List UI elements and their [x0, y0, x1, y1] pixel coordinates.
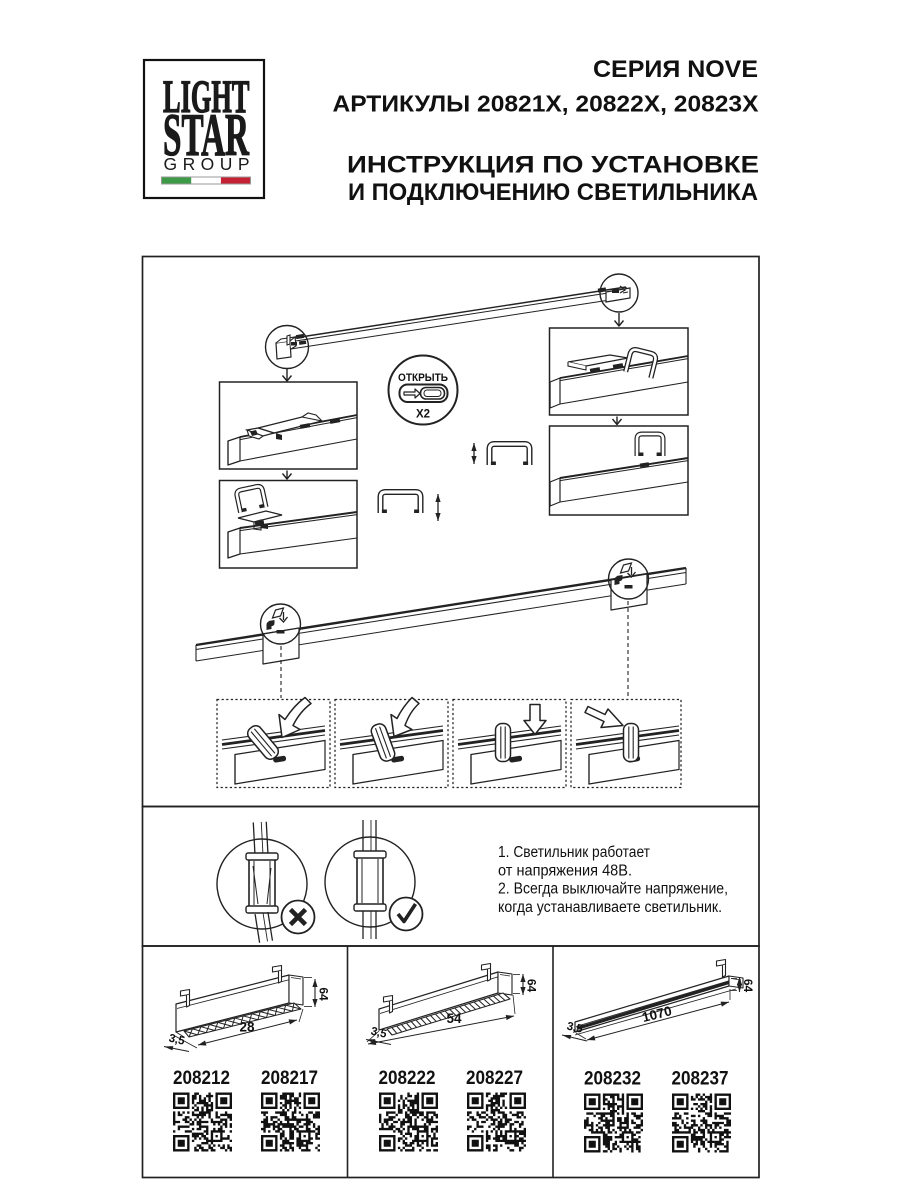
- svg-text:X2: X2: [416, 409, 430, 421]
- svg-text:64: 64: [317, 987, 331, 1001]
- svg-text:ИНСТРУКЦИЯ ПО УСТАНОВКЕ: ИНСТРУКЦИЯ ПО УСТАНОВКЕ: [347, 152, 759, 179]
- svg-text:1. Светильник работает: 1. Светильник работает: [498, 844, 650, 861]
- svg-text:208237: 208237: [672, 1069, 729, 1090]
- svg-text:GROUP: GROUP: [164, 154, 250, 174]
- svg-text:208227: 208227: [466, 1068, 523, 1089]
- svg-text:STAR: STAR: [163, 102, 249, 168]
- svg-text:3,5: 3,5: [370, 1025, 389, 1040]
- svg-text:64: 64: [525, 979, 539, 993]
- svg-text:И ПОДКЛЮЧЕНИЮ СВЕТИЛЬНИКА: И ПОДКЛЮЧЕНИЮ СВЕТИЛЬНИКА: [348, 179, 758, 206]
- svg-text:64: 64: [741, 979, 755, 993]
- svg-text:3,5: 3,5: [168, 1032, 187, 1047]
- svg-text:3,5: 3,5: [566, 1020, 585, 1035]
- svg-text:208222: 208222: [379, 1068, 436, 1089]
- svg-text:1070: 1070: [641, 1003, 674, 1025]
- svg-text:28: 28: [239, 1020, 255, 1035]
- svg-text:54: 54: [446, 1011, 462, 1026]
- svg-text:СЕРИЯ NOVE: СЕРИЯ NOVE: [593, 56, 758, 83]
- svg-text:2. Всегда выключайте напряжени: 2. Всегда выключайте напряжение,: [498, 881, 728, 898]
- svg-text:от напряжения 48В.: от напряжения 48В.: [498, 862, 632, 879]
- svg-text:ОТКРЫТЬ: ОТКРЫТЬ: [398, 372, 448, 384]
- svg-text:LIGHT: LIGHT: [163, 72, 250, 123]
- svg-text:208212: 208212: [173, 1068, 230, 1089]
- svg-text:когда устанавливаете светильни: когда устанавливаете светильник.: [498, 899, 722, 916]
- svg-text:АРТИКУЛЫ 20821X, 20822X, 20823: АРТИКУЛЫ 20821X, 20822X, 20823X: [333, 91, 760, 117]
- svg-text:208217: 208217: [261, 1068, 318, 1089]
- svg-text:208232: 208232: [584, 1069, 641, 1090]
